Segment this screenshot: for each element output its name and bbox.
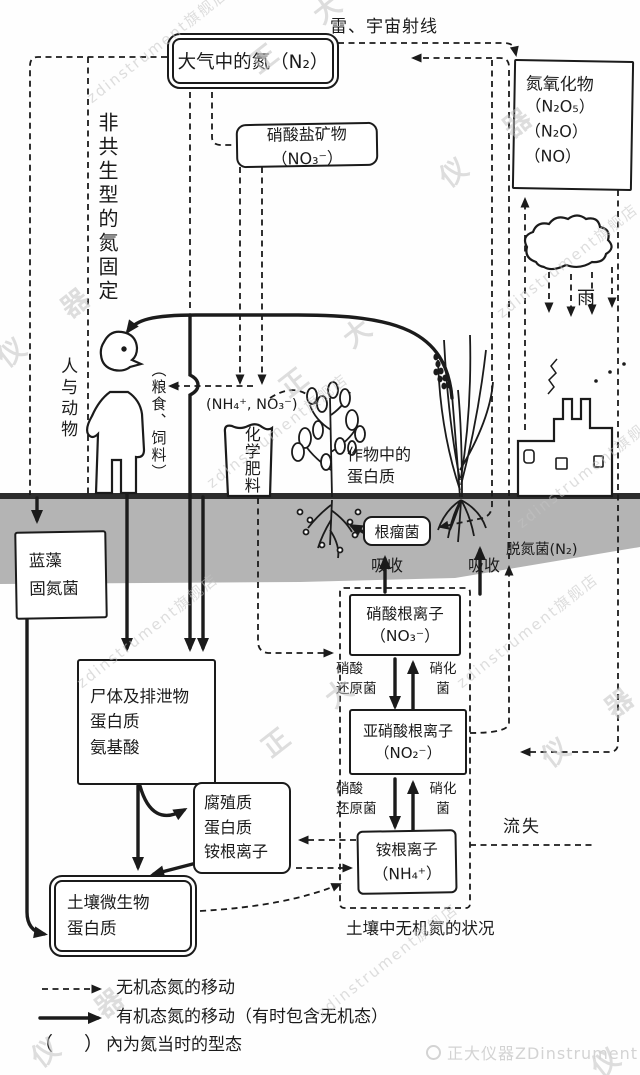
corpse-excreta-box: 尸体及排泄物 蛋白质 氨基酸 bbox=[77, 659, 216, 785]
smoke bbox=[547, 358, 558, 395]
loss-label: 流失 bbox=[503, 817, 541, 837]
legend-inorganic-label: 无机态氮的移动 bbox=[116, 978, 235, 998]
soil-microbe-label: 土壤微生物 蛋白质 bbox=[67, 893, 150, 938]
nitrate-reducer-label: 硝酸 还原菌 bbox=[336, 661, 377, 698]
lightning-cosmic-label: 雷、宇宙射线 bbox=[330, 17, 438, 37]
nox-items: （N₂O₅） （N₂O） （NO） bbox=[524, 96, 595, 166]
nitrate-mineral-label: 硝酸盐矿物（NO₃⁻） bbox=[266, 124, 347, 169]
soil-inorganic-container bbox=[339, 587, 471, 909]
humus-box: 腐殖质 蛋白质 铵根离子 bbox=[193, 782, 291, 874]
cyanobacteria-label: 蓝藻 固氮菌 bbox=[28, 550, 79, 599]
legend-organic-label: 有机态氮的移动（有时包含无机态） bbox=[116, 1007, 388, 1027]
atmosphere-nitrogen-box: 大气中的氮（N₂） bbox=[167, 33, 339, 89]
absorb-label: 吸收 bbox=[468, 556, 501, 575]
root-nodules bbox=[296, 508, 362, 554]
legend-paren-label: 內为氮当时的型态 bbox=[106, 1035, 242, 1055]
fertilizer-ions-label: (NH₄⁺, NO₃⁻) bbox=[206, 397, 298, 413]
legume-plant bbox=[291, 381, 366, 559]
brand-logo-icon bbox=[426, 1044, 441, 1060]
factory-icon bbox=[516, 358, 626, 498]
legend-paren-open: （ bbox=[34, 1033, 54, 1055]
cloud-icon bbox=[523, 214, 613, 271]
crop-protein-label: 作物中的 蛋白质 bbox=[347, 445, 412, 486]
brand-footer-label: 正大仪器ZDinstrument bbox=[447, 1044, 639, 1063]
organic-flow-arrows bbox=[25, 313, 486, 1024]
nitrate-ion-label: 硝酸根离子 （NO₃⁻） bbox=[366, 604, 444, 645]
legume-roots bbox=[307, 499, 353, 559]
atmosphere-nitrogen-label: 大气中的氮（N₂） bbox=[177, 52, 329, 73]
person-figure bbox=[86, 330, 146, 495]
nitrite-ion-label: 亚硝酸根离子 （NO₂⁻） bbox=[362, 721, 453, 763]
food-feed-label: （粮食、饲料） bbox=[149, 362, 168, 481]
absorb-label: 吸收 bbox=[371, 556, 404, 575]
nox-title: 氮氧化物 bbox=[525, 74, 594, 96]
rice-panicle bbox=[433, 353, 452, 390]
humus-label: 腐殖质 蛋白质 铵根离子 bbox=[204, 792, 269, 862]
corpse-excreta-label: 尸体及排泄物 蛋白质 氨基酸 bbox=[90, 686, 189, 757]
nox-box: 氮氧化物 （N₂O₅） （N₂O） （NO） bbox=[511, 58, 635, 192]
rice-roots bbox=[437, 499, 487, 543]
human-animal-label: 人与动物 bbox=[57, 357, 78, 441]
brand-footer: 正大仪器ZDinstrument bbox=[426, 1040, 638, 1064]
nitrate-ion-box: 硝酸根离子 （NO₃⁻） bbox=[349, 594, 461, 656]
root-nodule-box: 根瘤菌 bbox=[363, 516, 431, 546]
rice-plant bbox=[433, 334, 494, 543]
denitrifying-bacteria-label: 脱氮菌(N₂) bbox=[506, 542, 578, 558]
rain-label: 雨 bbox=[577, 288, 595, 309]
cyanobacteria-box: 蓝藻 固氮菌 bbox=[14, 530, 108, 620]
soil-inorganic-caption: 土壤中无机氮的状况 bbox=[346, 919, 495, 938]
root-nodule-label: 根瘤菌 bbox=[374, 522, 420, 541]
ammonium-ion-label: 铵根离子 （NH₄⁺） bbox=[372, 840, 442, 884]
nitrifier-label: 硝化 菌 bbox=[429, 781, 457, 818]
nitrate-mineral-box: 硝酸盐矿物（NO₃⁻） bbox=[235, 121, 379, 169]
nonsymbiotic-fixation-label: 非共生型的氮固定 bbox=[95, 112, 119, 304]
legend-paren-close: ） bbox=[84, 1033, 104, 1055]
fertilizer-bag-label: 化学肥料 bbox=[241, 426, 261, 494]
nitrifier-label: 硝化 菌 bbox=[429, 661, 457, 698]
nitrite-ion-box: 亚硝酸根离子 （NO₂⁻） bbox=[349, 709, 467, 775]
fertilizer-bag bbox=[223, 423, 274, 498]
ammonium-ion-box: 铵根离子 （NH₄⁺） bbox=[356, 829, 458, 895]
soil-microbe-box: 土壤微生物 蛋白质 bbox=[49, 875, 197, 957]
nitrate-reducer-label: 硝酸 还原菌 bbox=[336, 781, 377, 818]
